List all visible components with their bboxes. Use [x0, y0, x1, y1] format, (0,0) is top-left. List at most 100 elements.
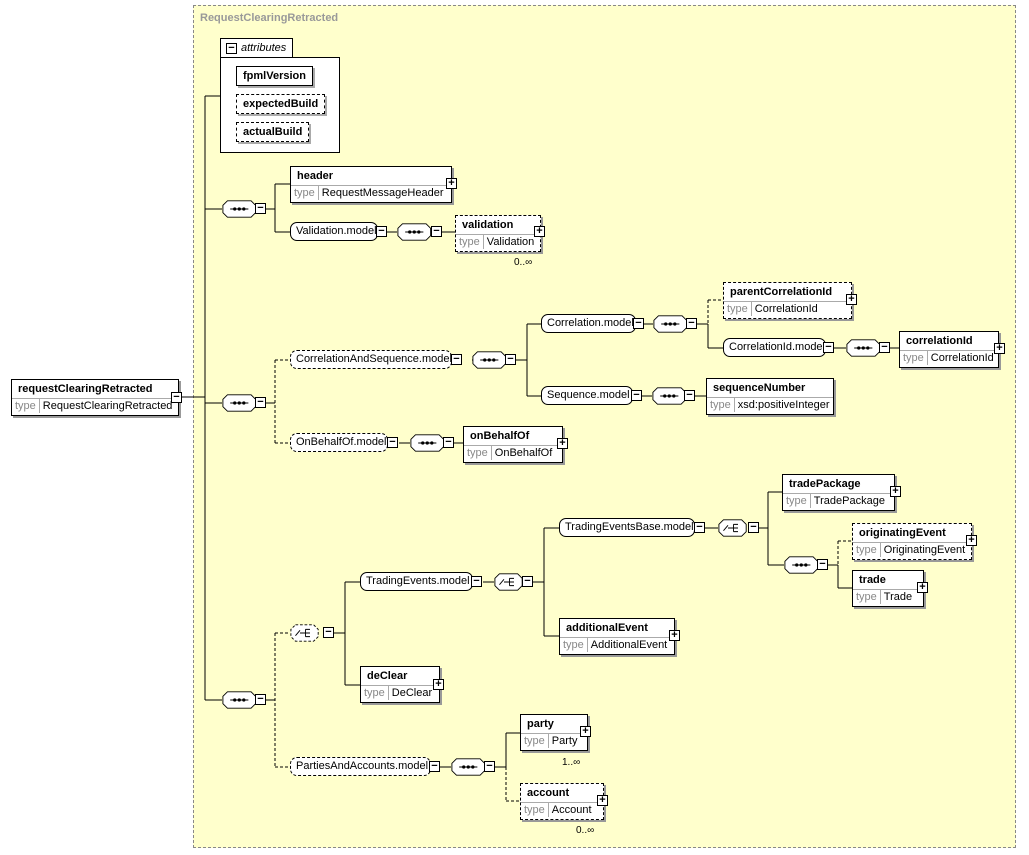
type-value: Validation	[486, 236, 535, 248]
type-label: type	[853, 543, 881, 557]
type-label: type	[291, 186, 319, 200]
sequence-compositor-trade	[784, 556, 819, 574]
element-name: requestClearingRetracted	[18, 383, 153, 395]
collapse-toggle-correlation-model[interactable]	[633, 318, 644, 329]
complex-type-title: RequestClearingRetracted	[200, 12, 339, 24]
collapse-toggle-corr-seq-model[interactable]	[451, 354, 462, 365]
type-value: CorrelationId	[754, 303, 818, 315]
collapse-toggle-seq3[interactable]	[255, 694, 266, 705]
sequence-compositor-2	[222, 394, 257, 412]
collapse-toggle-parties-accounts-seq[interactable]	[484, 761, 495, 772]
group-trading-events-base-model[interactable]: TradingEventsBase.model	[559, 518, 695, 537]
collapse-toggle-correlation-id-model[interactable]	[823, 342, 834, 353]
collapse-toggle-seq2[interactable]	[255, 397, 266, 408]
collapse-toggle-root[interactable]	[171, 392, 182, 403]
type-value: AdditionalEvent	[590, 639, 668, 651]
expand-toggle-party[interactable]	[580, 726, 591, 737]
collapse-toggle-trading-events-base-choice[interactable]	[748, 522, 759, 533]
cardinality-party: 1..∞	[562, 757, 581, 768]
type-value: TradePackage	[813, 495, 885, 507]
sequence-compositor-1	[222, 200, 257, 218]
type-label: type	[521, 803, 549, 817]
group-correlation-id-model[interactable]: CorrelationId.model	[723, 338, 826, 357]
type-label: type	[724, 302, 752, 316]
choice-compositor-trading-events	[494, 573, 523, 591]
expand-toggle-additional-event[interactable]	[669, 630, 680, 641]
collapse-toggle-trade-seq[interactable]	[817, 559, 828, 570]
type-label: type	[464, 446, 492, 460]
expand-toggle-correlation-id[interactable]	[994, 343, 1005, 354]
collapse-toggle-trading-events-choice[interactable]	[522, 576, 533, 587]
expand-toggle-on-behalf-of[interactable]	[557, 438, 568, 449]
collapse-toggle-correlation-seq[interactable]	[686, 318, 697, 329]
type-label: type	[853, 590, 881, 604]
expand-toggle-originating-event[interactable]	[966, 535, 977, 546]
group-sequence-model[interactable]: Sequence.model	[541, 386, 633, 405]
attribute-expected-build[interactable]: expectedBuild	[236, 94, 326, 114]
attribute-actual-build[interactable]: actualBuild	[236, 122, 310, 142]
sequence-compositor-3	[222, 691, 257, 709]
group-on-behalf-of-model[interactable]: OnBehalfOf.model	[290, 433, 388, 452]
element-name: trade	[859, 574, 886, 586]
expand-toggle-validation[interactable]	[534, 226, 545, 237]
element-name: deClear	[367, 670, 408, 682]
cardinality-validation: 0..∞	[514, 257, 533, 268]
sequence-compositor-parties-accounts	[451, 758, 486, 776]
group-correlation-model[interactable]: Correlation.model	[541, 314, 636, 333]
expand-toggle-trade-package[interactable]	[890, 486, 901, 497]
collapse-toggle-trading-events-model[interactable]	[471, 576, 482, 587]
type-value: xsd:positiveInteger	[737, 399, 830, 411]
collapse-toggle-parties-accounts-model[interactable]	[429, 761, 440, 772]
element-name: originatingEvent	[859, 527, 946, 539]
collapse-toggle-sequence-seq[interactable]	[684, 390, 695, 401]
sequence-compositor-sequence	[652, 387, 687, 405]
sequence-compositor-correlation-id	[846, 339, 881, 357]
expand-toggle-account[interactable]	[597, 795, 608, 806]
choice-compositor-optional	[290, 624, 319, 642]
type-value: Account	[551, 804, 592, 816]
collapse-toggle-choice-optional[interactable]	[323, 627, 334, 638]
collapse-toggle-correlation-id-seq[interactable]	[879, 342, 890, 353]
collapse-toggle-on-behalf-of-seq[interactable]	[443, 437, 454, 448]
collapse-toggle-seq1[interactable]	[255, 203, 266, 214]
expand-toggle-de-clear[interactable]	[433, 679, 444, 690]
group-trading-events-model[interactable]: TradingEvents.model	[360, 572, 473, 591]
type-label: type	[900, 351, 928, 365]
group-parties-and-accounts-model[interactable]: PartiesAndAccounts.model	[290, 757, 431, 776]
expand-toggle-parent-correlation-id[interactable]	[846, 294, 857, 305]
collapse-toggle-sequence-model[interactable]	[631, 390, 642, 401]
collapse-toggle-validation-model[interactable]	[376, 226, 387, 237]
collapse-toggle-attributes[interactable]	[226, 43, 237, 54]
type-value: RequestClearingRetracted	[42, 400, 173, 412]
element-name: account	[527, 787, 570, 799]
attribute-fpml-version[interactable]: fpmlVersion	[236, 66, 313, 86]
element-name: parentCorrelationId	[730, 286, 833, 298]
collapse-toggle-corr-seq-seq[interactable]	[505, 354, 516, 365]
sequence-compositor-correlation	[653, 315, 688, 333]
group-correlation-and-sequence-model[interactable]: CorrelationAndSequence.model	[290, 350, 452, 369]
type-label: type	[12, 399, 40, 413]
type-value: OriginatingEvent	[883, 544, 966, 556]
expand-toggle-header[interactable]	[446, 178, 457, 189]
expand-toggle-trade[interactable]	[917, 582, 928, 593]
collapse-toggle-on-behalf-of-model[interactable]	[387, 437, 398, 448]
attributes-tab: attributes	[220, 38, 293, 58]
collapse-toggle-validation-seq[interactable]	[431, 226, 442, 237]
collapse-toggle-trading-events-base-model[interactable]	[694, 522, 705, 533]
group-validation-model[interactable]: Validation.model	[290, 222, 378, 241]
